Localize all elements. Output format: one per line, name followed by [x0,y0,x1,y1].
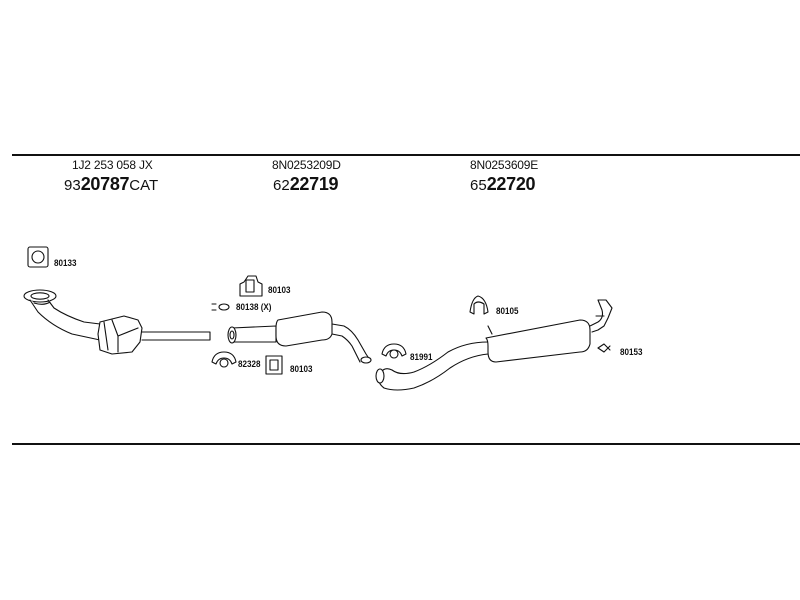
part-number-rear-silencer: 8N0253609E [470,158,539,172]
middle-silencer-icon [227,311,372,364]
order-number-middle-silencer: 6222719 [273,174,339,195]
callout-clamp-81991: 81991 [410,352,433,363]
pipe-clamp-icon [211,303,230,311]
callout-bracket-80153: 80153 [620,347,643,358]
order-prefix: 62 [273,177,290,194]
bottom-divider-line [12,443,800,445]
order-number-catalyst: 9320787CAT [64,174,158,195]
callout-gasket: 80133 [54,258,77,269]
callout-clamp-82328: 82328 [238,359,261,370]
order-suffix: CAT [129,177,159,194]
rubber-hanger-icon [469,295,489,315]
bracket-icon [597,343,611,353]
top-divider-line [12,154,800,156]
order-number-rear-silencer: 6522720 [470,174,536,195]
rubber-hanger-icon [265,355,283,375]
part-number-catalyst: 1J2 253 058 JX [72,158,153,172]
catalytic-converter-icon [23,289,211,355]
order-main: 22719 [289,174,339,194]
callout-rubber-top: 80103 [268,285,291,296]
clamp-icon [211,351,237,368]
clamp-icon [381,343,407,359]
rear-silencer-icon [375,299,613,391]
callout-rubber-80105: 80105 [496,306,519,317]
part-number-middle-silencer: 8N0253209D [272,158,341,172]
rubber-hanger-icon [239,275,263,297]
gasket-icon [27,246,49,268]
callout-clamp-80138: 80138 (X) [236,302,272,313]
order-main: 22720 [486,174,536,194]
order-prefix: 93 [64,177,81,194]
callout-rubber-bottom: 80103 [290,364,313,375]
order-prefix: 65 [470,177,487,194]
order-main: 20787 [80,174,130,194]
